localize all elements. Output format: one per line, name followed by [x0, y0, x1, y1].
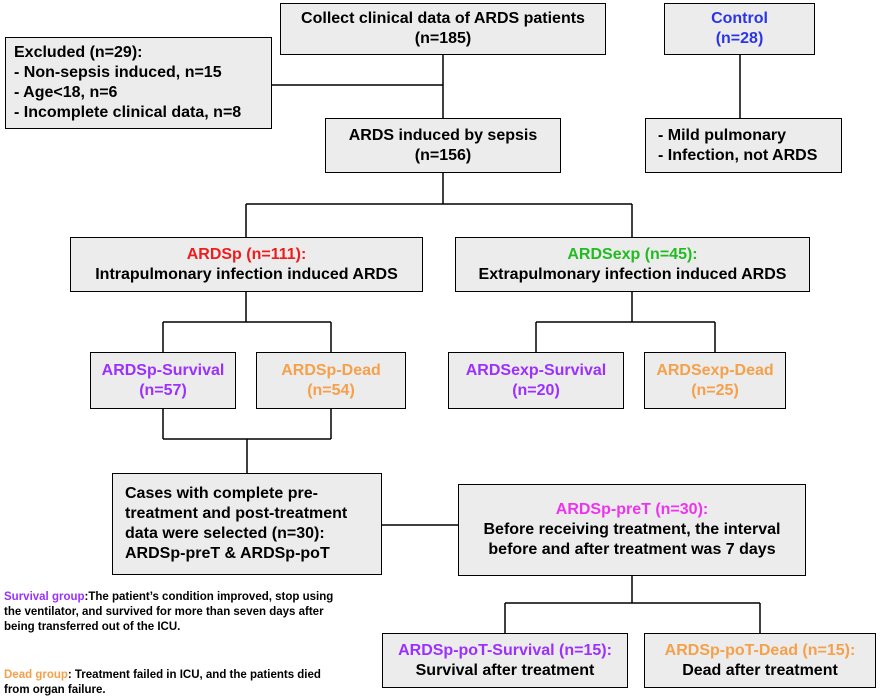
- ardsexp-survival-count: (n=20): [512, 381, 560, 399]
- legend-dead: Dead group: Treatment failed in ICU, and…: [4, 668, 334, 698]
- selected-box: Cases with complete pre- treatment and p…: [112, 473, 382, 575]
- ardsexp-desc: Extrapulmonary infection induced ARDS: [478, 265, 787, 283]
- ardsexp-dead-box: ARDSexp-Dead (n=25): [644, 352, 786, 409]
- collect-title: Collect clinical data of ARDS patients: [301, 10, 585, 27]
- ardsp-desc: Intrapulmonary infection induced ARDS: [95, 265, 398, 283]
- excluded-box: Excluded (n=29): - Non-sepsis induced, n…: [5, 37, 272, 129]
- sepsis-title: ARDS induced by sepsis: [348, 126, 538, 144]
- ardsp-dead-title: ARDSp-Dead: [281, 361, 381, 379]
- pret-line: before and after treatment was 7 days: [488, 541, 776, 558]
- ardsexp-title: ARDSexp (n=45):: [567, 245, 698, 263]
- control-title: Control: [711, 10, 768, 27]
- excluded-item: - Non-sepsis induced, n=15: [14, 64, 222, 81]
- pot-dead-desc: Dead after treatment: [682, 661, 838, 679]
- ardsp-survival-box: ARDSp-Survival (n=57): [90, 352, 236, 409]
- pot-survival-title: ARDSp-poT-Survival (n=15):: [398, 641, 612, 659]
- legend-survival-text: :The patient’s condition improved, stop …: [4, 591, 334, 633]
- collect-count: (n=185): [414, 30, 472, 47]
- selected-line: Cases with complete pre-: [125, 485, 318, 502]
- ardsp-box: ARDSp (n=111): Intrapulmonary infection …: [70, 237, 423, 292]
- ardsp-survival-title: ARDSp-Survival: [101, 361, 225, 379]
- ardsp-survival-count: (n=57): [139, 381, 187, 399]
- legend-dead-label: Dead group: [4, 669, 68, 681]
- excluded-item: - Incomplete clinical data, n=8: [14, 104, 242, 121]
- ardsexp-dead-count: (n=25): [691, 381, 739, 399]
- selected-line: treatment and post-treatment: [125, 505, 348, 522]
- legend-survival: Survival group:The patient’s condition i…: [4, 590, 334, 635]
- ardsexp-box: ARDSexp (n=45): Extrapulmonary infection…: [455, 237, 810, 292]
- pot-survival-box: ARDSp-poT-Survival (n=15): Survival afte…: [382, 633, 628, 688]
- control-box: Control (n=28): [664, 3, 815, 55]
- ardsp-title: ARDSp (n=111):: [186, 245, 307, 263]
- pot-dead-title: ARDSp-poT-Dead (n=15):: [664, 641, 856, 659]
- control-detail-item: - Infection, not ARDS: [658, 146, 818, 164]
- control-detail-item: - Mild pulmonary: [658, 126, 786, 144]
- sepsis-count: (n=156): [414, 146, 472, 164]
- pot-survival-desc: Survival after treatment: [415, 661, 595, 679]
- selected-line: ARDSp-preT & ARDSp-poT: [125, 545, 330, 562]
- control-detail-box: - Mild pulmonary - Infection, not ARDS: [645, 118, 842, 173]
- ardsexp-survival-title: ARDSexp-Survival: [465, 361, 607, 379]
- ardsexp-dead-title: ARDSexp-Dead: [656, 361, 774, 379]
- legend-survival-label: Survival group: [4, 591, 85, 603]
- control-count: (n=28): [715, 30, 764, 47]
- pret-box: ARDSp-preT (n=30): Before receiving trea…: [458, 484, 806, 576]
- legend-dead-text: : Treatment failed in ICU, and the patie…: [4, 669, 321, 696]
- ardsp-dead-box: ARDSp-Dead (n=54): [256, 352, 406, 409]
- ardsp-dead-count: (n=54): [307, 381, 355, 399]
- ardsexp-survival-box: ARDSexp-Survival (n=20): [448, 352, 624, 409]
- pret-line: Before receiving treatment, the interval: [483, 521, 781, 538]
- collect-box: Collect clinical data of ARDS patients (…: [280, 3, 606, 55]
- selected-line: data were selected (n=30):: [125, 525, 325, 542]
- pret-title: ARDSp-preT (n=30):: [555, 501, 709, 518]
- pot-dead-box: ARDSp-poT-Dead (n=15): Dead after treatm…: [644, 633, 876, 688]
- excluded-item: - Age<18, n=6: [14, 84, 118, 101]
- excluded-title: Excluded (n=29):: [14, 44, 143, 61]
- sepsis-box: ARDS induced by sepsis (n=156): [325, 118, 561, 173]
